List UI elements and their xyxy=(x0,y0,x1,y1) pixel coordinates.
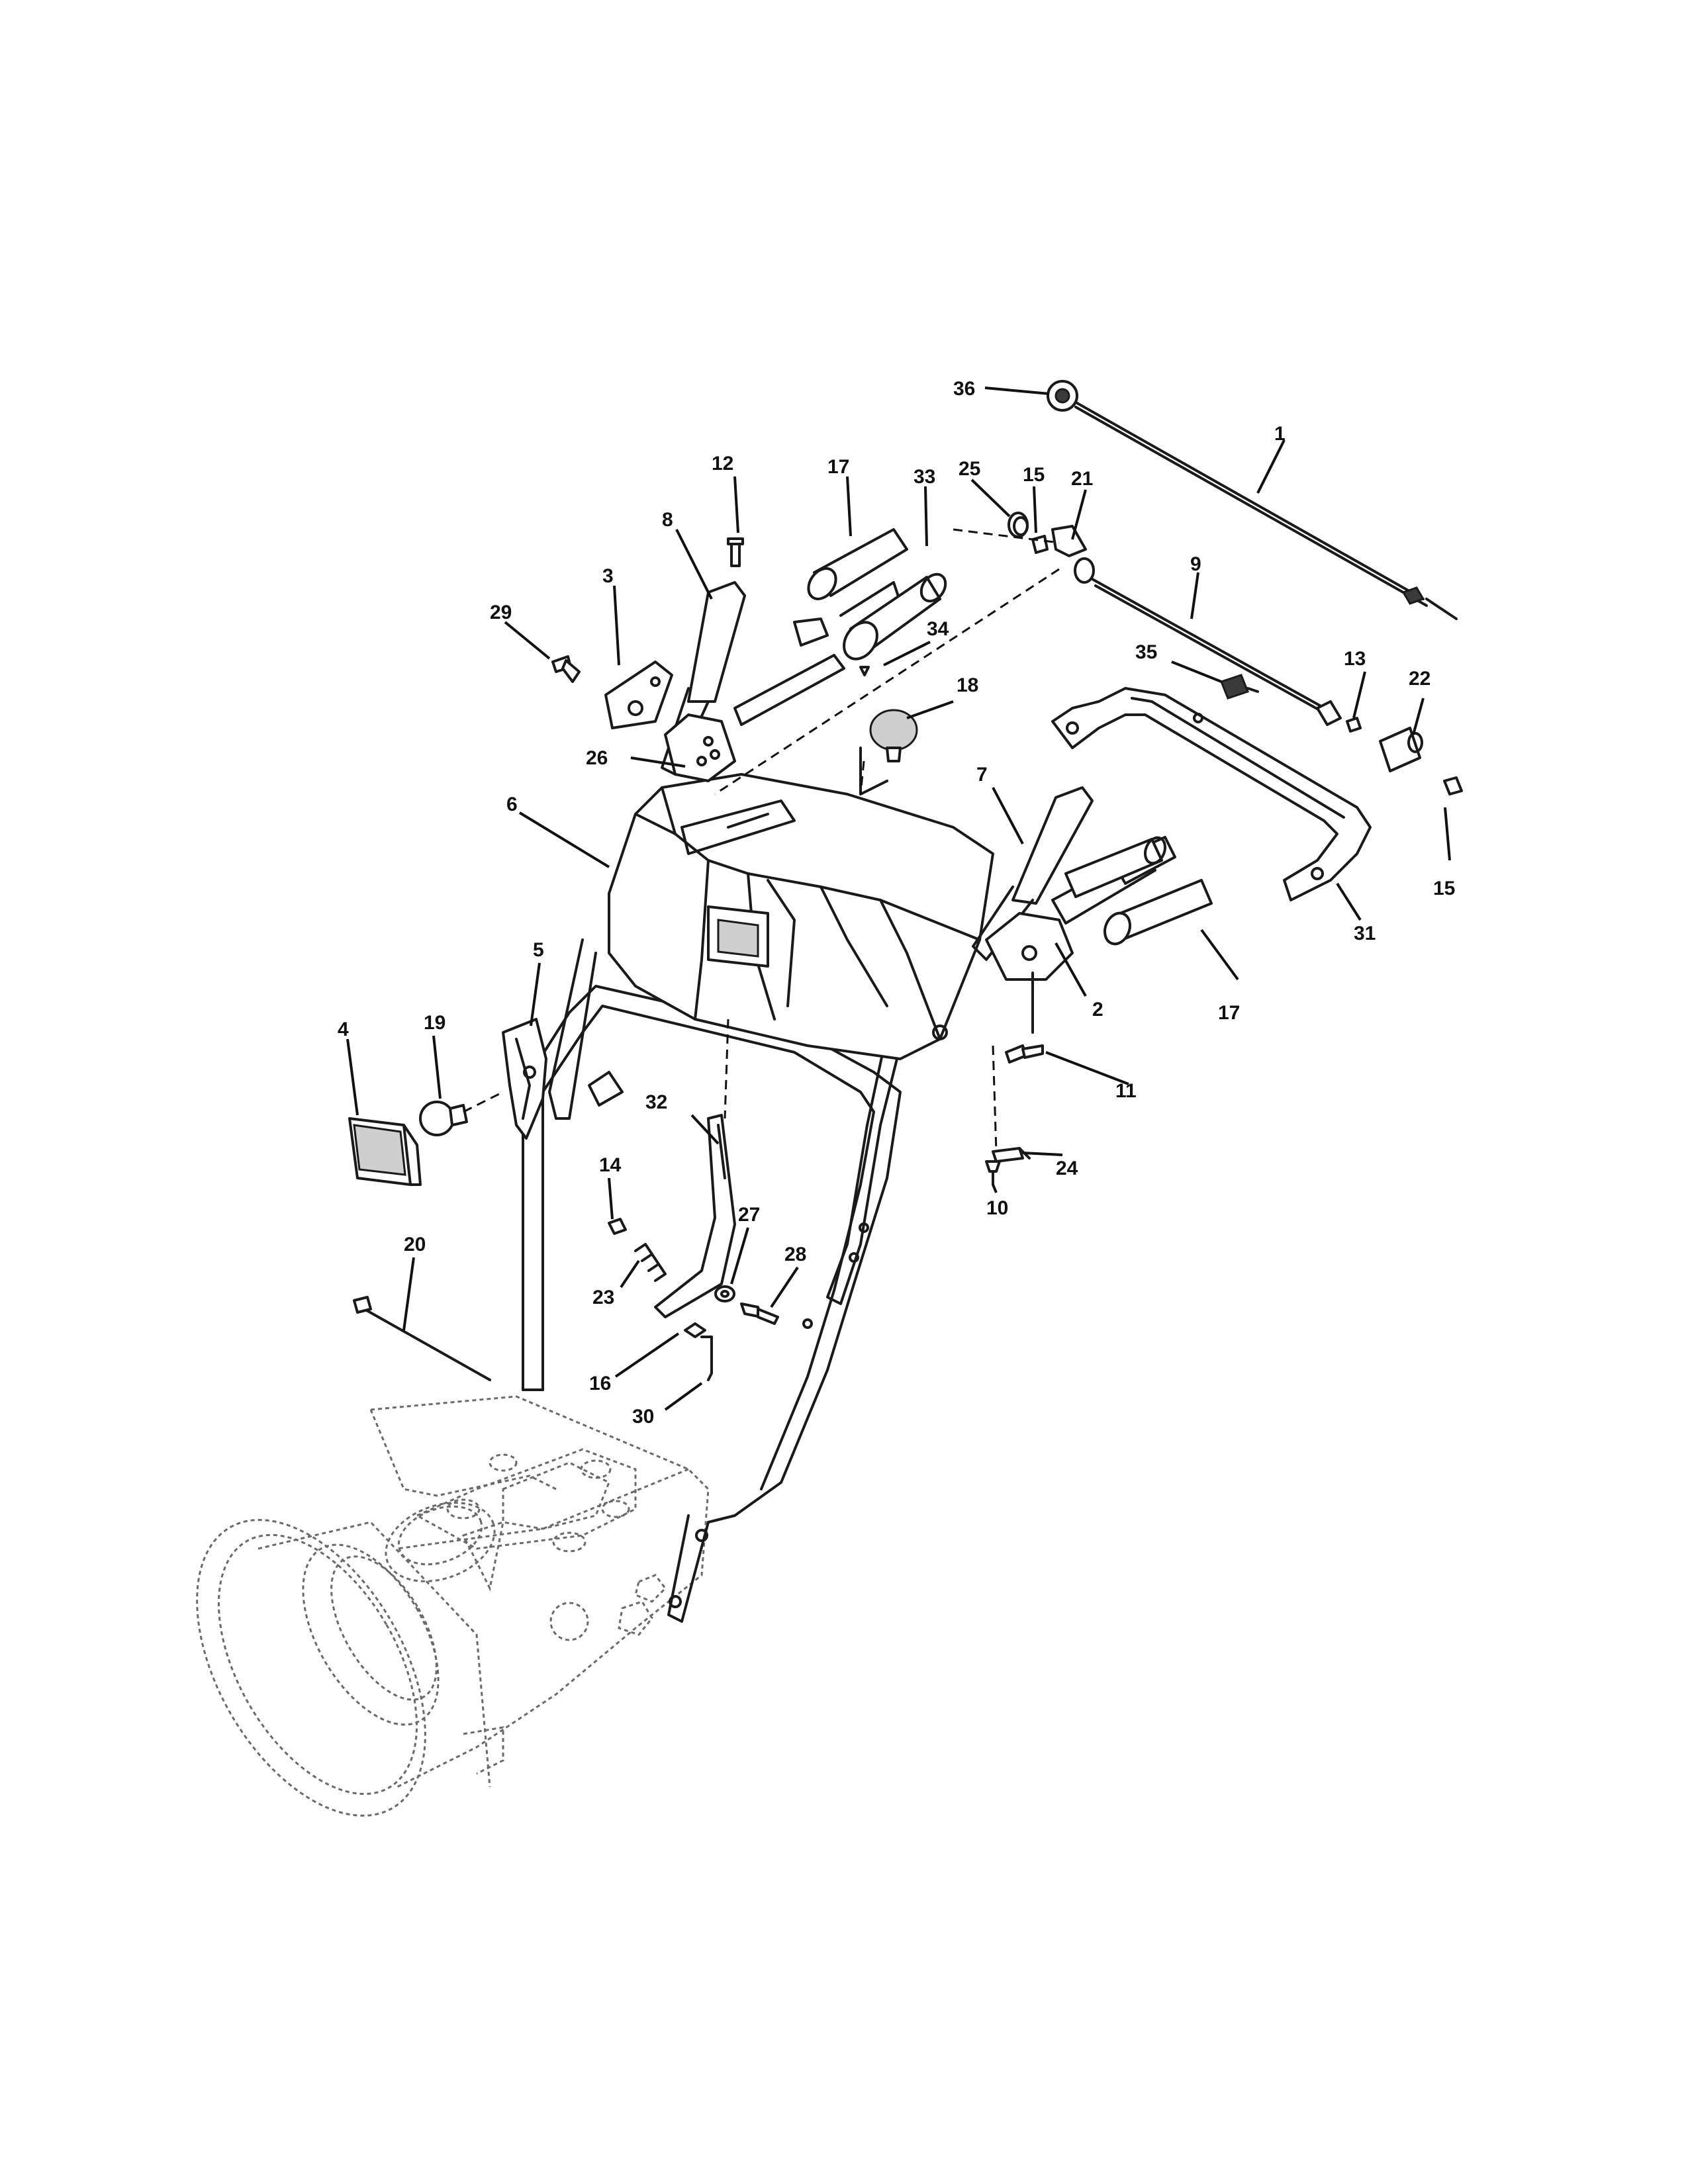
callout-14: 14 xyxy=(599,1154,622,1176)
callout-13: 13 xyxy=(1344,648,1366,670)
knob-36 xyxy=(1047,380,1078,412)
coupler-22 xyxy=(1379,727,1423,772)
knob-18 xyxy=(869,709,918,762)
callout-30: 30 xyxy=(632,1406,654,1428)
callout-labels: 36 1 12 17 33 25 15 21 8 3 9 29 34 35 13… xyxy=(338,378,1455,1428)
coupler-21 xyxy=(1051,525,1095,584)
grip-17-top xyxy=(807,528,908,600)
pin-34 xyxy=(859,666,870,676)
cable-tie-20 xyxy=(353,1296,491,1381)
callout-24: 24 xyxy=(1056,1158,1078,1179)
callout-10: 10 xyxy=(986,1197,1008,1219)
callout-2: 2 xyxy=(1092,999,1103,1021)
callout-6: 6 xyxy=(506,794,518,815)
callout-29: 29 xyxy=(490,602,512,623)
callout-17-top: 17 xyxy=(827,456,849,478)
callout-35: 35 xyxy=(1135,641,1157,663)
spring-25 xyxy=(1008,512,1029,538)
callout-31: 31 xyxy=(1354,923,1376,944)
callout-4: 4 xyxy=(338,1019,349,1040)
assembly-guide-lines xyxy=(463,528,1060,1152)
callout-26: 26 xyxy=(586,747,608,769)
dash-panel xyxy=(608,773,994,1060)
lower-handle-frame xyxy=(522,985,902,1623)
auger-housing xyxy=(196,1395,710,1817)
knob-18-shaft-line xyxy=(859,747,888,796)
upper-handle-rails xyxy=(548,938,902,1305)
connector-35 xyxy=(1220,674,1259,700)
bulb-19 xyxy=(419,1101,468,1136)
callout-18: 18 xyxy=(957,674,978,696)
nut-14 xyxy=(608,1218,627,1235)
bolt-29 xyxy=(551,655,581,683)
left-handle-assembly xyxy=(661,581,902,782)
chute-bracket xyxy=(588,1071,624,1107)
callout-5: 5 xyxy=(533,939,544,961)
frame-holes xyxy=(802,1222,869,1329)
screw-10 xyxy=(985,1160,1001,1186)
linkage-plate-32 xyxy=(654,1114,736,1318)
callout-15-right: 15 xyxy=(1433,878,1455,899)
callout-17-right: 17 xyxy=(1218,1002,1240,1024)
callout-21: 21 xyxy=(1071,468,1093,490)
bushing-15-top xyxy=(1031,535,1049,554)
callout-16: 16 xyxy=(589,1373,611,1394)
cable-9 xyxy=(1091,578,1342,726)
callout-20: 20 xyxy=(404,1234,426,1255)
callout-8: 8 xyxy=(662,509,673,531)
bolt-11 xyxy=(1005,1044,1044,1064)
callout-22: 22 xyxy=(1409,668,1430,690)
bracket-3 xyxy=(604,660,673,729)
spring-23 xyxy=(634,1243,667,1282)
callout-34: 34 xyxy=(927,618,949,640)
clip-16 xyxy=(684,1322,706,1338)
bolt-28 xyxy=(740,1302,779,1325)
cable-1 xyxy=(1071,399,1458,620)
callout-19: 19 xyxy=(424,1012,445,1034)
callout-36: 36 xyxy=(953,378,975,400)
bracket-24 xyxy=(992,1147,1031,1163)
callout-7: 7 xyxy=(976,764,988,786)
leader-lines xyxy=(346,387,1451,1411)
callout-1: 1 xyxy=(1274,423,1286,445)
grip-tube-33 xyxy=(843,572,947,660)
pin-30 xyxy=(700,1336,713,1381)
callout-27: 27 xyxy=(738,1204,760,1226)
callout-23: 23 xyxy=(592,1287,614,1308)
lamp-bracket-5 xyxy=(502,1018,547,1140)
bail-31 xyxy=(1051,687,1372,901)
right-grip-tube xyxy=(1064,836,1166,898)
screw-12 xyxy=(727,537,744,567)
callout-3: 3 xyxy=(602,565,614,587)
callout-9: 9 xyxy=(1190,553,1201,575)
callout-28: 28 xyxy=(784,1244,806,1265)
grip-17-right xyxy=(1103,879,1213,946)
callout-12: 12 xyxy=(712,453,733,475)
washer-27 xyxy=(714,1285,735,1302)
callout-15-top: 15 xyxy=(1023,464,1045,486)
callout-32: 32 xyxy=(645,1091,667,1113)
ferrule-13 xyxy=(1346,717,1362,733)
callout-33: 33 xyxy=(914,466,935,488)
nut-15-right xyxy=(1443,776,1463,796)
callout-11: 11 xyxy=(1115,1080,1137,1102)
lamp-housing-4 xyxy=(348,1117,422,1186)
callout-25: 25 xyxy=(959,458,980,480)
